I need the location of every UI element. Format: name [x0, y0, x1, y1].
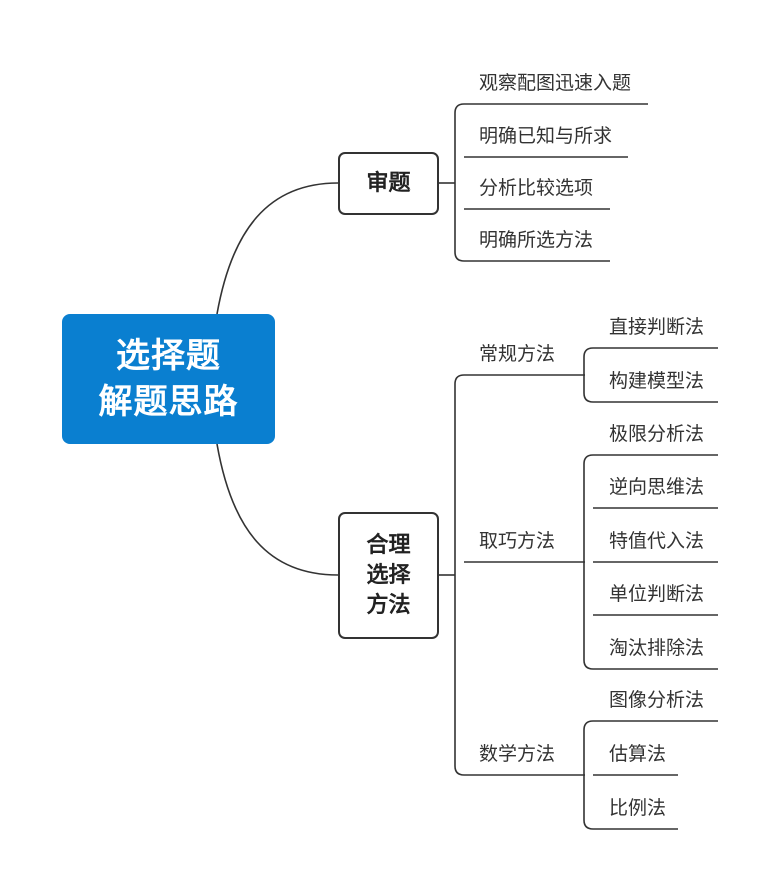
branch-label-line-3: 方法: [366, 592, 411, 618]
root-title-line-2: 解题思路: [98, 382, 239, 422]
leaf-qiaoqu-1[interactable]: 极限分析法: [609, 423, 705, 445]
leaf-shuxue-3[interactable]: 比例法: [609, 797, 667, 819]
group-label-shuxue[interactable]: 数学方法: [479, 743, 556, 765]
leaf-shuxue-1[interactable]: 图像分析法: [609, 689, 705, 711]
branch-node-shenti[interactable]: 审题: [338, 152, 439, 215]
bracket-changgui: [583, 347, 594, 403]
leaf-qiaoqu-2[interactable]: 逆向思维法: [609, 476, 705, 498]
leaf-shuxue-2[interactable]: 估算法: [609, 743, 667, 765]
bracket-qiaoqu: [583, 454, 594, 670]
connector-root-to-heli: [216, 443, 339, 576]
leaf-qiaoqu-5[interactable]: 淘汰排除法: [609, 637, 705, 659]
branch-label-line-2: 选择: [366, 562, 411, 588]
bracket-shenti: [454, 103, 465, 262]
branch-label-line-1: 合理: [366, 532, 411, 558]
leaf-shenti-3[interactable]: 分析比较选项: [479, 177, 594, 199]
branch-label: 审题: [366, 170, 411, 196]
root-title-line-1: 选择题: [116, 336, 221, 376]
leaf-shenti-4[interactable]: 明确所选方法: [479, 229, 594, 251]
group-label-changgui[interactable]: 常规方法: [479, 343, 556, 365]
leaf-qiaoqu-3[interactable]: 特值代入法: [609, 530, 705, 552]
leaf-changgui-2[interactable]: 构建模型法: [609, 370, 705, 392]
connector-root-to-shenti: [216, 182, 339, 315]
leaf-shenti-1[interactable]: 观察配图迅速入题: [479, 72, 632, 94]
bracket-heli: [454, 374, 465, 776]
branch-node-heli[interactable]: 合理 选择 方法: [338, 512, 439, 639]
leaf-changgui-1[interactable]: 直接判断法: [609, 316, 705, 338]
bracket-shuxue: [583, 720, 594, 830]
root-node[interactable]: 选择题 解题思路: [62, 314, 275, 444]
group-label-qiaoqu[interactable]: 取巧方法: [479, 530, 556, 552]
leaf-shenti-2[interactable]: 明确已知与所求: [479, 125, 613, 147]
leaf-qiaoqu-4[interactable]: 单位判断法: [609, 583, 705, 605]
